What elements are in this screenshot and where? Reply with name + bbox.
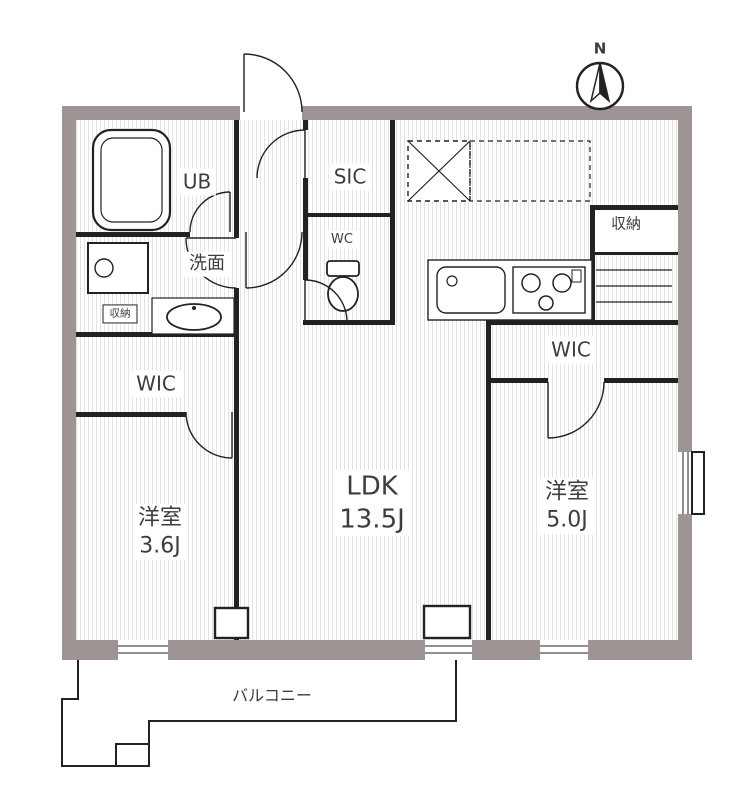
- kitchen-sink-icon: [436, 266, 506, 314]
- pillar-center: [422, 604, 472, 640]
- window-glass-lines: [118, 452, 689, 654]
- washing-machine-pan-icon: [87, 242, 149, 294]
- bedroom-left-door-arc: [185, 411, 233, 459]
- wall-exterior-right-lower: [678, 514, 692, 660]
- wall-hall-sic-stub: [303, 120, 308, 130]
- room-label-ldk: LDK 13.5J: [334, 469, 410, 537]
- bathtub-icon: [91, 128, 172, 232]
- wall-exterior-right-upper: [678, 106, 692, 452]
- wall-closet-right-divider: [590, 252, 678, 255]
- room-label-wc: WC: [326, 230, 358, 250]
- room-label-storage-small: 収納: [102, 304, 138, 324]
- wall-wic-right-bottom-a: [486, 378, 548, 383]
- hall-ldk-door-arc: [245, 231, 303, 289]
- wash-basin-icon: [151, 297, 235, 335]
- compass-north-label: N: [593, 39, 607, 58]
- room-label-bedroom-left: 洋室 3.6J: [132, 503, 188, 561]
- pillar-left: [213, 606, 250, 640]
- room-label-storage-right: 収納: [605, 213, 647, 235]
- bedroom-right-door-arc: [547, 381, 605, 439]
- wall-ldk-right: [486, 320, 491, 640]
- room-label-bedroom-right: 洋室 5.0J: [539, 477, 595, 535]
- room-label-senmen: 洗面: [184, 251, 230, 277]
- wall-bath-washroom: [76, 232, 190, 237]
- wall-exterior-bottom-3: [472, 640, 540, 660]
- wall-exterior-bottom-2: [168, 640, 425, 660]
- room-label-sic: SIC: [328, 163, 372, 191]
- kitchen-counter-icon: [427, 259, 593, 321]
- room-label-ub: UB: [177, 168, 217, 196]
- wall-exterior-top-left: [62, 106, 240, 120]
- stove-icon: [512, 266, 586, 314]
- balcony-label: バルコニー: [232, 686, 312, 705]
- wall-left-block-lower: [234, 288, 239, 640]
- wc-door-arc: [304, 279, 348, 323]
- bath-door-arc: [189, 191, 231, 233]
- room-label-wic-right: WIC: [546, 336, 596, 364]
- room-label-ldk-size: 13.5J: [339, 504, 405, 534]
- room-label-bedroom-right-size: 5.0J: [546, 507, 588, 532]
- room-label-bedroom-left-name: 洋室: [137, 505, 183, 531]
- wall-exterior-bottom-1: [62, 640, 118, 660]
- refrigerator-dashed-box: [407, 140, 591, 202]
- toilet-icon: [326, 260, 360, 312]
- compass-icon: [575, 61, 625, 111]
- room-label-bedroom-right-name: 洋室: [544, 479, 590, 505]
- room-label-ldk-name: LDK: [346, 471, 398, 502]
- wall-closet-right-top: [590, 205, 678, 210]
- wall-hall-sic-wc: [303, 178, 308, 280]
- wall-wic-bedroom-left: [76, 412, 186, 417]
- wall-sic-wc-divider: [303, 213, 395, 217]
- wall-wic-right-bottom-b: [604, 378, 678, 383]
- wall-wc-bottom: [303, 320, 395, 325]
- wall-sicwc-right: [390, 120, 395, 325]
- wall-hall-left-upper: [234, 120, 239, 238]
- sic-door-arc: [256, 129, 306, 179]
- wall-exterior-bottom-4: [588, 640, 692, 660]
- room-label-bedroom-left-size: 3.6J: [139, 533, 181, 558]
- wall-exterior-left: [62, 106, 76, 660]
- balcony-outline: [61, 660, 457, 767]
- door-arcs: [185, 53, 605, 459]
- wall-kitchen-back: [486, 320, 678, 325]
- room-label-wic-left: WIC: [131, 370, 181, 398]
- right-door-leaf: [691, 451, 705, 515]
- entrance-door-arc: [243, 53, 303, 113]
